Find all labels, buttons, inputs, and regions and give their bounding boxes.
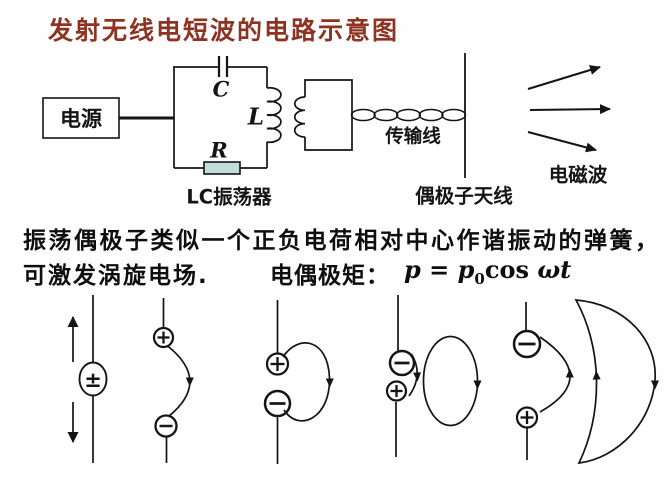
inductor-coil-icon	[266, 86, 282, 144]
formula-omega-t: ωt	[537, 255, 572, 284]
formula-p0-sub: 0	[474, 269, 485, 288]
oscillator-label: LC振荡器	[186, 186, 272, 209]
positive-charge-icon	[385, 380, 408, 402]
resistor-label: R	[209, 138, 227, 163]
description-line1: 振荡偶极子类似一个正负电荷相对中心作谐振动的弹簧，	[23, 228, 661, 254]
antenna-label: 偶极子天线	[415, 185, 513, 208]
plus-minus-symbol: ±	[84, 368, 102, 392]
formula-p: p	[404, 255, 421, 284]
twist-loop	[395, 108, 422, 122]
positive-charge-icon	[152, 326, 175, 349]
em-arrow-down	[527, 131, 597, 153]
dipole-moment-label: 电偶极矩：	[270, 263, 390, 289]
page-title: 发射无线电短波的电路示意图	[48, 16, 400, 45]
transmission-line-label: 传输线	[384, 126, 441, 148]
twist-loop	[350, 108, 376, 122]
twist-loop	[441, 108, 467, 122]
field-arrow-up-icon	[592, 370, 601, 380]
formula-cos: cos	[484, 255, 538, 284]
em-wave-arrows-icon	[527, 65, 611, 153]
transmission-line-icon	[350, 108, 467, 122]
detached-field-loop	[422, 335, 479, 427]
power-source-rect	[42, 97, 120, 139]
dipole-phases-diagram: ±	[67, 295, 659, 465]
field-arrow-down-icon	[185, 377, 194, 387]
field-loop	[282, 342, 331, 422]
capacitor-label: C	[213, 77, 230, 102]
description-line2: 可激发涡旋电场.	[23, 263, 209, 289]
formula-equals: =	[420, 255, 458, 284]
negative-charge-icon	[512, 329, 542, 359]
power-source-box: 电源	[42, 97, 120, 139]
field-arrow-down-icon	[325, 378, 334, 388]
em-arrow-mid	[529, 104, 611, 115]
dipole-moment-formula: p = p0cos ωt	[404, 255, 571, 288]
twist-loop	[418, 108, 444, 122]
power-source-label: 电源	[60, 107, 102, 131]
negative-charge-icon	[388, 349, 416, 377]
inductor-label: L	[247, 104, 264, 131]
twist-loop	[373, 108, 399, 122]
em-arrow-up	[527, 65, 601, 90]
secondary-box	[304, 79, 353, 151]
formula-p0-base: p	[457, 255, 475, 284]
radiated-crescent-loop	[574, 299, 656, 465]
resistor-icon	[203, 161, 241, 175]
phase5-dipole	[512, 299, 656, 465]
transformer-secondary	[293, 79, 353, 151]
field-line-arc	[166, 344, 191, 418]
plus-minus-charge-icon	[78, 361, 108, 397]
em-wave-label: 电磁波	[549, 164, 608, 187]
phase2-dipole	[152, 298, 191, 463]
phase3-dipole	[263, 300, 331, 464]
phase4-dipole	[385, 295, 479, 457]
field-line-arc	[539, 336, 571, 413]
negative-charge-icon	[154, 414, 178, 438]
positive-charge-icon	[515, 406, 539, 429]
field-arrow-down-icon	[413, 372, 422, 382]
lc-oscillator-circuit	[173, 56, 282, 175]
circuit-diagram: 电源 C L R LC振荡器	[42, 53, 611, 209]
positive-charge-icon	[265, 352, 290, 376]
field-arrow-down-icon	[473, 380, 482, 390]
secondary-coil-icon	[293, 96, 306, 138]
field-arrow-down-icon	[651, 380, 659, 390]
field-arrow-up-icon	[565, 368, 574, 378]
phase1-spring-dipole	[67, 295, 108, 463]
